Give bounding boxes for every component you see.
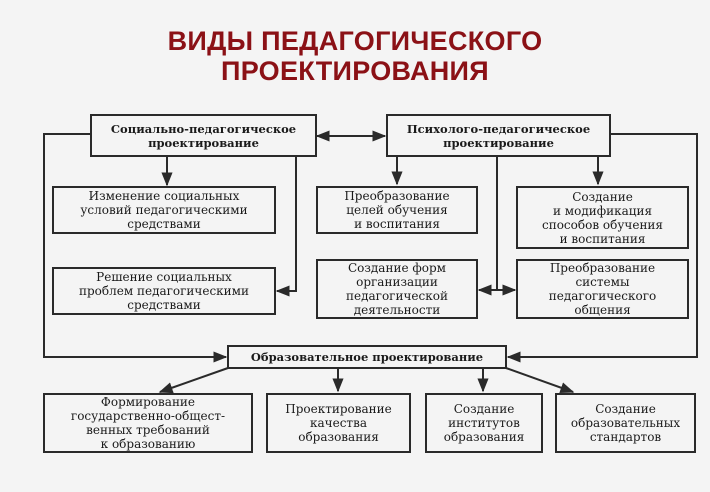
education-child-box: Создание институтов образования xyxy=(425,393,543,453)
title-line-2: ПРОЕКТИРОВАНИЯ xyxy=(221,56,489,86)
psycho-pedagogical-design-box: Психолого-педагогическое проектирование xyxy=(386,114,611,157)
educational-design-box: Образовательное проектирование xyxy=(227,345,507,369)
connector-psycho-edu xyxy=(506,133,698,363)
connector-social-edu xyxy=(43,133,228,363)
education-child-box: Формирование государственно-общест- венн… xyxy=(43,393,253,453)
education-child-box: Создание образовательных стандартов xyxy=(555,393,696,453)
social-child-box: Изменение социальных условий педагогичес… xyxy=(52,186,276,234)
title-line-1: ВИДЫ ПЕДАГОГИЧЕСКОГО xyxy=(167,26,543,56)
social-pedagogical-design-box: Социально-педагогическое проектирование xyxy=(90,114,317,157)
connector-edu-b1 xyxy=(158,367,229,394)
psycho-child-box: Преобразование целей обучения и воспитан… xyxy=(316,186,478,234)
connector-edu-b4 xyxy=(505,367,575,394)
education-child-box: Проектирование качества образования xyxy=(266,393,411,453)
psycho-child-box: Создание форм организации педагогической… xyxy=(316,259,478,319)
psycho-child-box: Преобразование системы педагогического о… xyxy=(516,259,689,319)
psycho-child-box: Создание и модификация способов обучения… xyxy=(516,186,689,249)
connector-social-l2 xyxy=(275,156,297,297)
social-child-box: Решение социальных проблем педагогически… xyxy=(52,267,276,315)
